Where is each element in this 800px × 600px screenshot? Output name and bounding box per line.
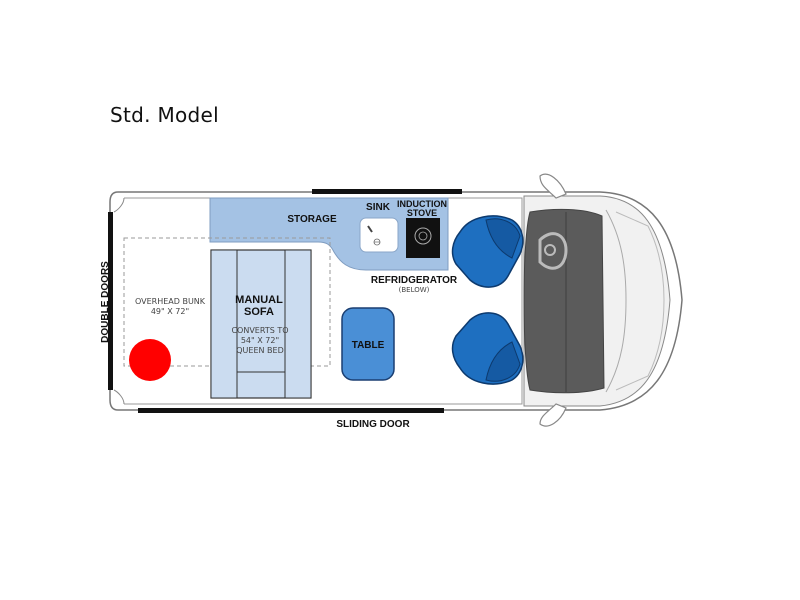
storage-label: STORAGE bbox=[287, 214, 337, 225]
manual-sofa bbox=[210, 249, 312, 399]
sink-label: SINK bbox=[366, 202, 391, 213]
converts-size: 54" X 72" bbox=[241, 336, 279, 345]
stove-label: STOVE bbox=[407, 208, 437, 218]
bunk-size: 49" X 72" bbox=[151, 307, 189, 316]
fridge-note: (BELOW) bbox=[399, 286, 430, 294]
steering-wheel bbox=[538, 232, 568, 270]
table-label: TABLE bbox=[352, 340, 385, 351]
sliding-door-track bbox=[138, 408, 444, 413]
induction-label: INDUCTION bbox=[397, 199, 447, 209]
marker-dot bbox=[129, 339, 171, 381]
converts-bed: QUEEN BED bbox=[236, 346, 284, 355]
model-title: Std. Model bbox=[110, 103, 219, 127]
sofa-label: SOFA bbox=[244, 306, 274, 318]
bunk-label: OVERHEAD BUNK bbox=[135, 297, 206, 306]
converts-label: CONVERTS TO bbox=[231, 326, 288, 335]
top-wall-segment bbox=[312, 189, 462, 194]
right-mirror bbox=[539, 403, 567, 427]
sliding-door-label: SLIDING DOOR bbox=[336, 419, 410, 430]
fridge-label: REFRIDGERATOR bbox=[371, 275, 458, 286]
rear-door-track bbox=[108, 212, 113, 390]
induction-stove bbox=[406, 218, 440, 258]
double-doors-label: DOUBLE DOORS bbox=[100, 261, 111, 343]
passenger-seat bbox=[451, 312, 524, 385]
left-mirror bbox=[539, 173, 567, 199]
sink bbox=[359, 217, 399, 253]
dashboard bbox=[523, 208, 605, 394]
table bbox=[341, 307, 395, 381]
manual-label: MANUAL bbox=[235, 294, 283, 306]
driver-seat bbox=[451, 215, 524, 288]
